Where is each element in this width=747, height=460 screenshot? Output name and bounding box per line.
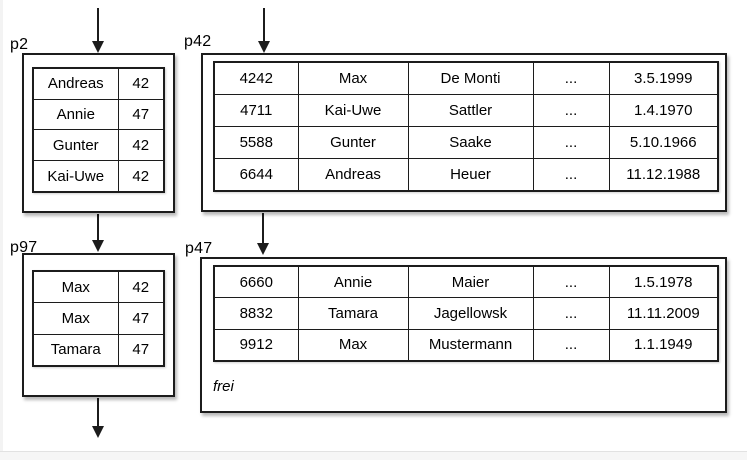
p97-entries-table: Max 42 Max 47 Tamara 47 xyxy=(32,270,165,367)
page-box-p42: 4242 Max De Monti ... 3.5.1999 4711 Kai-… xyxy=(201,53,727,212)
cell-last: Maier xyxy=(407,265,534,299)
cell-id: 9912 xyxy=(213,328,299,362)
cell-more: ... xyxy=(532,125,610,159)
cell-last: Sattler xyxy=(407,94,534,127)
cell-value: 42 xyxy=(117,160,165,193)
cell-more: ... xyxy=(532,297,610,330)
cell-id: 6644 xyxy=(213,157,299,192)
cell-last: Saake xyxy=(407,125,534,159)
page-box-p97: Max 42 Max 47 Tamara 47 xyxy=(22,253,175,397)
cell-date: 5.10.1966 xyxy=(608,125,719,159)
cell-value: 42 xyxy=(117,270,165,304)
table-row: 4242 Max De Monti ... 3.5.1999 xyxy=(213,61,719,96)
cell-value: 42 xyxy=(117,129,165,162)
page-box-p47: 6660 Annie Maier ... 1.5.1978 8832 Tamar… xyxy=(200,257,727,413)
cell-value: 47 xyxy=(117,333,165,367)
cell-name: Max xyxy=(32,302,119,335)
free-space-label: frei xyxy=(213,378,234,395)
table-row: 6660 Annie Maier ... 1.5.1978 xyxy=(213,265,719,299)
cell-date: 1.4.1970 xyxy=(608,94,719,127)
page-label-p47: p47 xyxy=(185,240,213,257)
cell-first: Annie xyxy=(297,265,409,299)
page-label-p2: p2 xyxy=(10,36,29,53)
table-row: Annie 47 xyxy=(32,98,165,131)
cell-more: ... xyxy=(532,265,610,299)
cell-more: ... xyxy=(532,94,610,127)
cell-first: Max xyxy=(297,61,409,96)
cell-value: 47 xyxy=(117,98,165,131)
cell-more: ... xyxy=(532,157,610,192)
table-row: 6644 Andreas Heuer ... 11.12.1988 xyxy=(213,157,719,192)
cell-id: 6660 xyxy=(213,265,299,299)
cell-name: Kai-Uwe xyxy=(32,160,119,193)
cell-id: 4242 xyxy=(213,61,299,96)
table-row: Andreas 42 xyxy=(32,67,165,100)
table-row: Max 42 xyxy=(32,270,165,304)
table-row: Max 47 xyxy=(32,302,165,335)
page-label-p42: p42 xyxy=(184,33,212,50)
p2-entries-table: Andreas 42 Annie 47 Gunter 42 Kai-Uwe 42 xyxy=(32,67,165,193)
cell-name: Max xyxy=(32,270,119,304)
page-box-p2: Andreas 42 Annie 47 Gunter 42 Kai-Uwe 42 xyxy=(22,53,175,213)
footer-strip xyxy=(0,451,747,460)
arrow-down-into-p42-icon xyxy=(258,8,270,53)
cell-first: Gunter xyxy=(297,125,409,159)
p47-records-table: 6660 Annie Maier ... 1.5.1978 8832 Tamar… xyxy=(213,265,719,362)
cell-id: 8832 xyxy=(213,297,299,330)
cell-last: Mustermann xyxy=(407,328,534,362)
cell-last: Heuer xyxy=(407,157,534,192)
cell-more: ... xyxy=(532,328,610,362)
table-row: Gunter 42 xyxy=(32,129,165,162)
cell-last: De Monti xyxy=(407,61,534,96)
arrow-p2-to-p97-icon xyxy=(92,214,104,252)
cell-name: Tamara xyxy=(32,333,119,367)
p42-records-table: 4242 Max De Monti ... 3.5.1999 4711 Kai-… xyxy=(213,61,719,192)
arrow-p97-down-out-icon xyxy=(92,398,104,438)
cell-date: 1.5.1978 xyxy=(608,265,719,299)
cell-first: Tamara xyxy=(297,297,409,330)
cell-date: 11.11.2009 xyxy=(608,297,719,330)
cell-first: Kai-Uwe xyxy=(297,94,409,127)
table-row: Kai-Uwe 42 xyxy=(32,160,165,193)
cell-first: Andreas xyxy=(297,157,409,192)
table-row: 4711 Kai-Uwe Sattler ... 1.4.1970 xyxy=(213,94,719,127)
cell-date: 3.5.1999 xyxy=(608,61,719,96)
table-row: 9912 Max Mustermann ... 1.1.1949 xyxy=(213,328,719,362)
cell-name: Andreas xyxy=(32,67,119,100)
cell-first: Max xyxy=(297,328,409,362)
cell-date: 11.12.1988 xyxy=(608,157,719,192)
table-row: 5588 Gunter Saake ... 5.10.1966 xyxy=(213,125,719,159)
cell-more: ... xyxy=(532,61,610,96)
cell-last: Jagellowsk xyxy=(407,297,534,330)
cell-id: 5588 xyxy=(213,125,299,159)
left-edge-strip xyxy=(0,0,3,460)
table-row: 8832 Tamara Jagellowsk ... 11.11.2009 xyxy=(213,297,719,330)
cell-value: 42 xyxy=(117,67,165,100)
arrow-p42-to-p47-icon xyxy=(257,213,269,255)
arrow-down-into-p2-icon xyxy=(92,8,104,53)
cell-date: 1.1.1949 xyxy=(608,328,719,362)
cell-id: 4711 xyxy=(213,94,299,127)
cell-value: 47 xyxy=(117,302,165,335)
page-label-p97: p97 xyxy=(10,239,38,256)
cell-name: Gunter xyxy=(32,129,119,162)
cell-name: Annie xyxy=(32,98,119,131)
table-row: Tamara 47 xyxy=(32,333,165,367)
